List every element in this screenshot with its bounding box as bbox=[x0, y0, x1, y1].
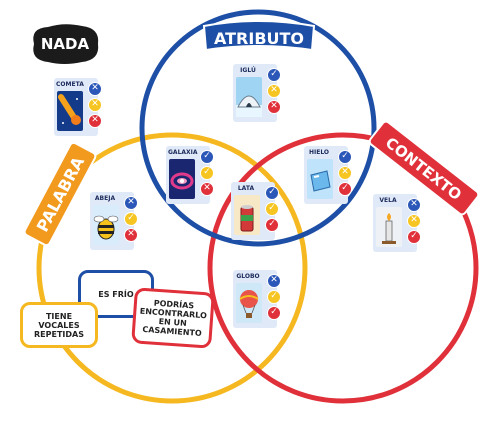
chip-blue-check-icon: ✓ bbox=[267, 68, 281, 82]
chip-red-cross-icon: ✕ bbox=[267, 100, 281, 114]
nada-label: NADA bbox=[40, 35, 90, 53]
bee-icon bbox=[93, 205, 119, 245]
chip-yellow-check-icon: ✓ bbox=[200, 166, 214, 180]
clue-es-frio-text: ES FRÍO bbox=[98, 289, 134, 299]
nada-label-badge: NADA bbox=[28, 22, 102, 66]
card-cometa-title: COMETA bbox=[56, 81, 84, 88]
chip-yellow-cross-icon: ✕ bbox=[338, 166, 352, 180]
chip-red-cross-icon: ✕ bbox=[88, 114, 102, 128]
card-iglu-title: IGLÚ bbox=[240, 67, 256, 74]
clue-tiene-vocales: TIENE VOCALES REPETIDAS bbox=[20, 302, 98, 348]
candle-icon bbox=[376, 207, 402, 247]
chip-red-check-icon: ✓ bbox=[338, 182, 352, 196]
clue-tiene-vocales-text: TIENE VOCALES REPETIDAS bbox=[34, 311, 84, 339]
card-galaxia-title: GALAXIA bbox=[168, 149, 198, 156]
card-abeja[interactable]: ABEJA ✕ ✓ ✕ bbox=[90, 192, 138, 250]
circle-contexto bbox=[207, 132, 479, 404]
card-hielo[interactable]: HIELO ✓ ✕ ✓ bbox=[304, 146, 352, 204]
chip-yellow-cross-icon: ✕ bbox=[407, 214, 421, 228]
banner-atributo: ATRIBUTO bbox=[202, 20, 316, 52]
chip-blue-cross-icon: ✕ bbox=[407, 198, 421, 212]
galaxy-icon bbox=[169, 159, 195, 199]
comet-icon bbox=[57, 91, 83, 131]
card-hielo-title: HIELO bbox=[308, 149, 330, 156]
clue-podrias: PODRÍAS ENCONTRARLO EN UN CASAMIENTO bbox=[131, 287, 215, 349]
chip-red-cross-icon: ✕ bbox=[124, 228, 138, 242]
banner-atributo-label: ATRIBUTO bbox=[214, 29, 304, 48]
chip-yellow-check-icon: ✓ bbox=[267, 290, 281, 304]
circle-palabra bbox=[36, 132, 308, 404]
chip-blue-cross-icon: ✕ bbox=[124, 196, 138, 210]
chip-blue-check-icon: ✓ bbox=[338, 150, 352, 164]
chip-red-check-icon: ✓ bbox=[267, 306, 281, 320]
chip-blue-check-icon: ✓ bbox=[200, 150, 214, 164]
card-globo[interactable]: GLOBO ✕ ✓ ✓ bbox=[233, 270, 281, 328]
hot-air-balloon-icon bbox=[236, 283, 262, 323]
chip-red-check-icon: ✓ bbox=[407, 230, 421, 244]
card-abeja-title: ABEJA bbox=[94, 195, 116, 202]
card-iglu[interactable]: IGLÚ ✓ ✕ ✕ bbox=[233, 64, 281, 122]
card-galaxia[interactable]: GALAXIA ✓ ✓ ✕ bbox=[166, 146, 214, 204]
chip-blue-cross-icon: ✕ bbox=[267, 274, 281, 288]
banner-palabra: PALABRA bbox=[23, 141, 97, 247]
can-icon bbox=[234, 195, 260, 235]
chip-blue-check-icon: ✓ bbox=[265, 186, 279, 200]
card-cometa[interactable]: COMETA ✕ ✕ ✕ bbox=[54, 78, 102, 136]
chip-yellow-cross-icon: ✕ bbox=[88, 98, 102, 112]
chip-yellow-check-icon: ✓ bbox=[124, 212, 138, 226]
card-lata[interactable]: LATA ✓ ✓ ✓ bbox=[231, 182, 279, 240]
chip-blue-cross-icon: ✕ bbox=[88, 82, 102, 96]
chip-red-cross-icon: ✕ bbox=[200, 182, 214, 196]
card-globo-title: GLOBO bbox=[236, 273, 260, 280]
card-lata-title: LATA bbox=[237, 185, 255, 192]
clue-podrias-text: PODRÍAS ENCONTRARLO EN UN CASAMIENTO bbox=[139, 298, 208, 339]
ice-cube-icon bbox=[307, 159, 333, 199]
chip-yellow-cross-icon: ✕ bbox=[267, 84, 281, 98]
chip-red-check-icon: ✓ bbox=[265, 218, 279, 232]
igloo-icon bbox=[236, 77, 262, 117]
card-vela[interactable]: VELA ✕ ✕ ✓ bbox=[373, 194, 421, 252]
chip-yellow-check-icon: ✓ bbox=[265, 202, 279, 216]
circle-atributo bbox=[139, 9, 377, 247]
card-vela-title: VELA bbox=[379, 197, 397, 204]
